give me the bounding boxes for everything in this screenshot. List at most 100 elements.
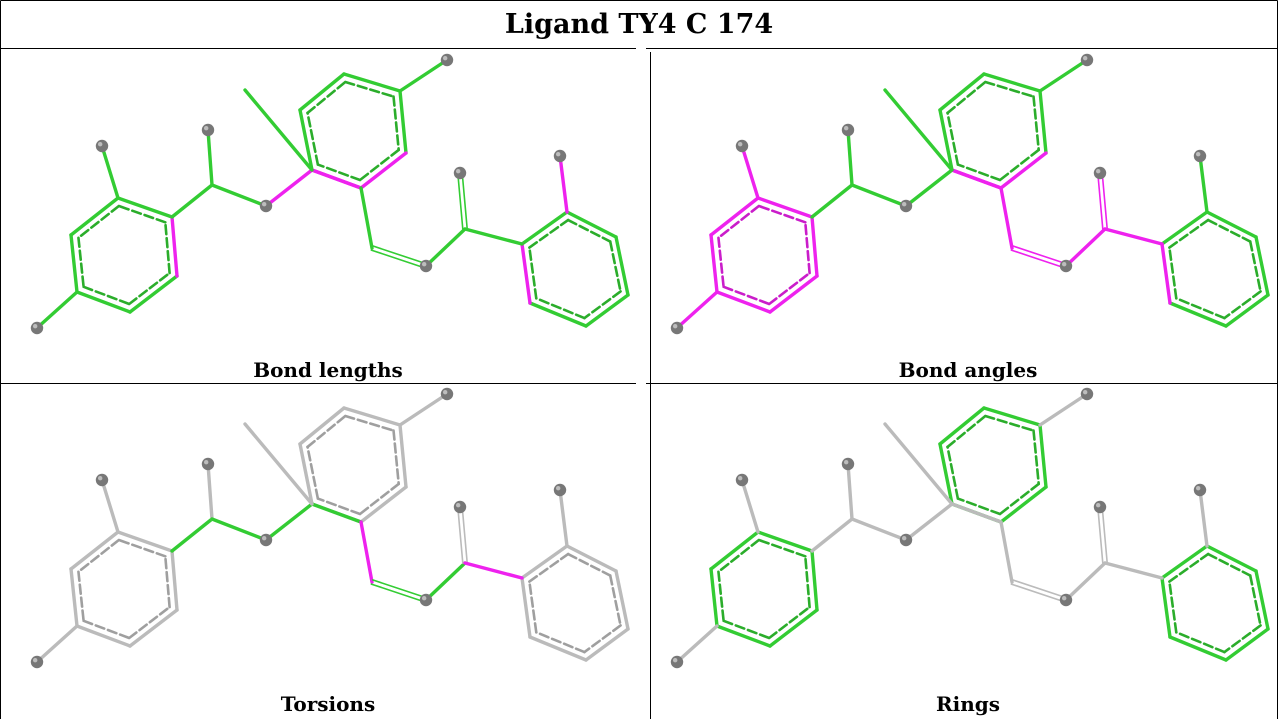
figure-title: Ligand TY4 C 174 [504, 9, 774, 40]
bond-cO [1101, 506, 1108, 564]
panel-label: Bond lengths [253, 358, 403, 382]
bond-cF [1198, 154, 1209, 214]
bond-c2 [565, 210, 618, 239]
ring-C-dash [583, 290, 622, 320]
atom-highlight [1062, 596, 1067, 601]
ring-B-dash [956, 497, 1002, 516]
atom-highlight [443, 56, 448, 61]
ring-A-dash [717, 236, 725, 289]
bond-nC [846, 462, 854, 521]
ring-A-dash [717, 204, 761, 240]
ring-C-dash [1168, 246, 1178, 300]
ring-B-dash [998, 148, 1040, 182]
atom-highlight [456, 503, 461, 508]
panel-bond-angles: Bond angles [648, 52, 1278, 386]
bond-b5 [398, 89, 408, 155]
bond-nO2 [264, 502, 314, 542]
bond-cO [457, 506, 464, 564]
bond-a3 [69, 233, 79, 294]
bond-a6 [810, 549, 819, 612]
ring-A-dash [717, 538, 761, 574]
ring-B-dash [946, 111, 960, 166]
ring-A-dash [717, 570, 725, 623]
ring-B-dash [306, 111, 320, 166]
atom-sphere [453, 166, 467, 180]
ring-C-dash [1248, 240, 1262, 293]
atom-highlight [844, 126, 849, 131]
bond-c5 [1168, 635, 1228, 662]
atom-sphere [553, 483, 567, 497]
bond-b6 [359, 151, 408, 190]
ring-B-dash [392, 95, 400, 152]
ring-C-dash [1168, 218, 1210, 249]
ring-B-dash [998, 482, 1040, 516]
bond-c1 [1160, 210, 1209, 246]
ring-A-dash [164, 221, 171, 275]
ring-C-dash [566, 218, 612, 243]
ring-C-dash [528, 580, 538, 634]
ring-B-dash [306, 445, 320, 500]
bond-c4 [1224, 627, 1270, 662]
atom-highlight [33, 324, 38, 329]
bond-aCl [35, 624, 79, 664]
atom-sphere [1059, 259, 1073, 273]
bond-bBr [398, 392, 449, 427]
bond-bMe [883, 422, 954, 506]
bond-o2B [310, 168, 363, 190]
bond-b6 [999, 151, 1048, 190]
ring-C-dash [608, 574, 622, 627]
atom-highlight [673, 324, 678, 329]
atom-highlight [673, 658, 678, 663]
atom-highlight [1196, 152, 1201, 157]
bond-c2 [565, 544, 618, 573]
atom-highlight [902, 536, 907, 541]
bond-b3 [298, 72, 346, 112]
ring-B-dash [984, 414, 1035, 432]
bond-aN [810, 183, 854, 219]
ring-C-dash [1174, 297, 1226, 320]
atom-highlight [556, 486, 561, 491]
ring-A-dash [117, 204, 167, 224]
ring-B-dash [392, 429, 400, 486]
bond-aCl [35, 290, 79, 330]
bond-a1 [756, 196, 814, 219]
ring-B-dash [946, 414, 987, 449]
bond-c5 [528, 301, 588, 328]
ring-A-dash [77, 538, 121, 574]
atom-highlight [1196, 486, 1201, 491]
bond-a3 [69, 567, 79, 628]
bond-a2 [709, 196, 760, 237]
atom-highlight [456, 169, 461, 174]
bond-ch2O [370, 249, 427, 269]
atom-sphere [453, 500, 467, 514]
atom-highlight [204, 460, 209, 465]
bond-b4 [342, 72, 402, 93]
bond-a1 [756, 530, 814, 553]
atom-sphere [841, 123, 855, 137]
atom-sphere [201, 457, 215, 471]
atom-highlight [204, 126, 209, 131]
bond-o2B [950, 168, 1003, 190]
bond-nC [206, 128, 214, 187]
ring-A-dash [767, 271, 811, 306]
bond-bCH2 [359, 520, 374, 584]
ring-C-dash [1206, 218, 1252, 243]
ring-B-dash [316, 163, 362, 182]
bond-a2 [69, 196, 120, 237]
bond-c1 [1160, 544, 1209, 580]
ring-A-dash [722, 285, 771, 306]
ring-C-dash [1168, 552, 1210, 583]
bond-c2 [1205, 544, 1258, 573]
bond-c6 [1160, 242, 1172, 305]
bond-b5 [1038, 423, 1048, 489]
atom-sphere [1080, 387, 1094, 401]
ring-C-dash [534, 297, 586, 320]
bond-a5 [768, 274, 819, 314]
bond-ch2O [370, 583, 427, 603]
bond-o2B [950, 502, 1003, 524]
bond-ch2O [1010, 249, 1067, 269]
bond-aN [170, 183, 214, 219]
ring-A-dash [164, 555, 171, 609]
ring-B-dash [344, 414, 395, 432]
atom-sphere [899, 199, 913, 213]
